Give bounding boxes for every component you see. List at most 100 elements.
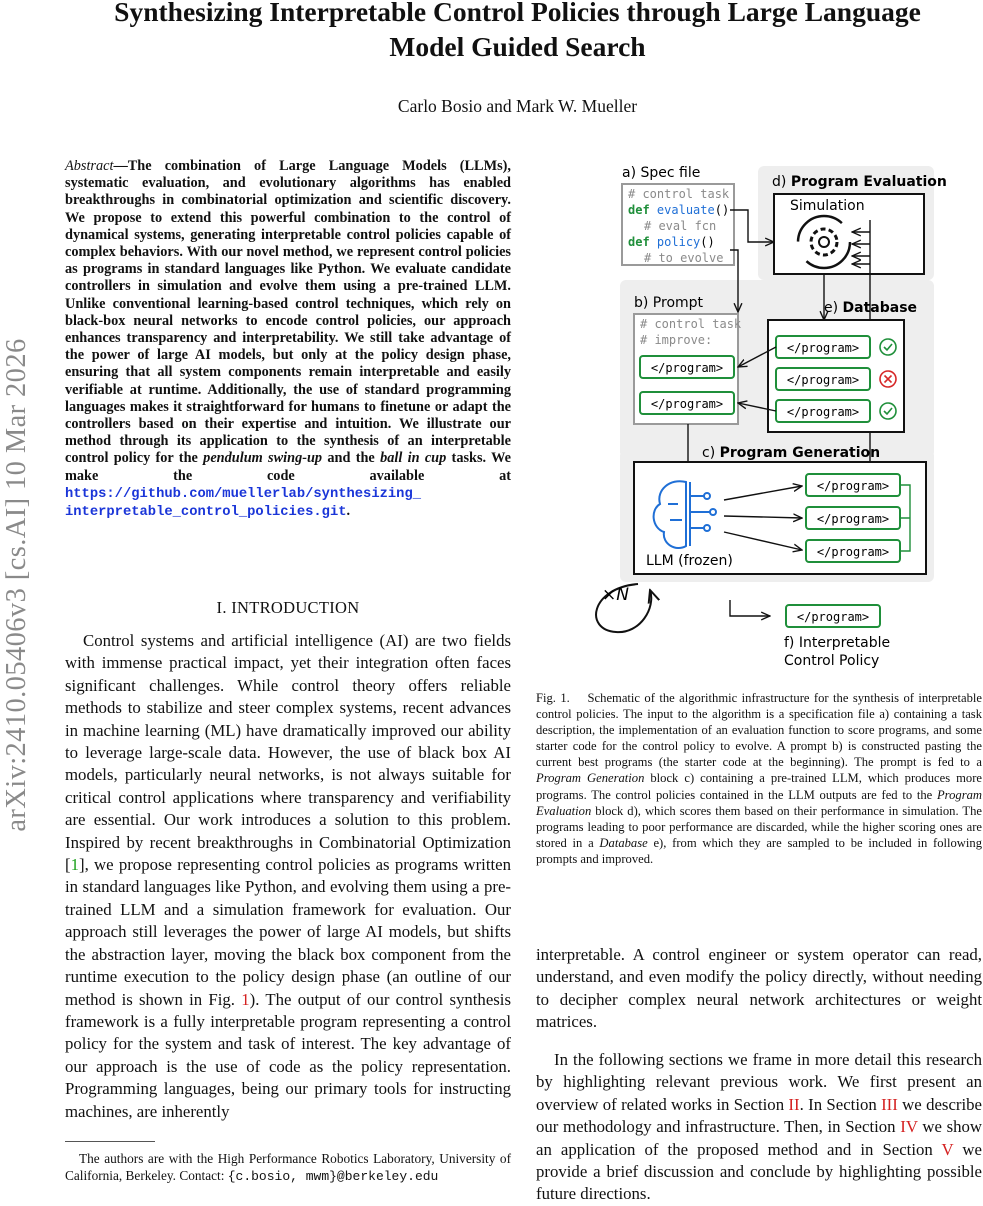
intro-paragraph-2: In the following sections we frame in mo… [536, 1049, 982, 1206]
abstract-text-1: The combination of Large Language Models… [65, 158, 511, 467]
prompt-text-1: # control task [640, 317, 742, 331]
prompt-program-2 [639, 391, 735, 415]
simulation-label: Simulation [790, 198, 865, 214]
intro-text-1c: ). The output of our control synthesis f… [65, 989, 511, 1121]
abstract-label: Abstract [65, 158, 114, 174]
caption-italic-2: Program Evaluation [536, 787, 982, 818]
label-program-generation: c) Program Generation [702, 445, 880, 461]
database-program-3-label: </program> [787, 405, 859, 419]
caption-italic-3: Database [599, 835, 648, 850]
section-link-ii[interactable]: II [788, 1094, 800, 1114]
intro-text-2a: In the following sections we frame in mo… [536, 1050, 982, 1114]
abstract-text-4: . [346, 503, 351, 520]
intro-text-2e: we provide a brief discussion and conclu… [536, 1139, 982, 1204]
arrow-spec-to-prompt [730, 249, 738, 312]
label-program-evaluation: d) Program Evaluation [772, 174, 947, 190]
arrow-spec-to-eval [730, 209, 774, 242]
intro-paragraph-1: Control systems and artificial intellige… [65, 630, 511, 1123]
section-link-iii[interactable]: III [881, 1094, 898, 1114]
label-interpretable-line1: f) Interpretable [784, 635, 890, 651]
prompt-program-2-label: </program> [651, 397, 723, 411]
database-program-2-label: </program> [787, 373, 859, 387]
caption-text-4: e), from which they are sampled to be in… [536, 835, 982, 866]
output-program [785, 604, 881, 628]
intro-text-1a: Control systems and artificial intellige… [65, 631, 511, 875]
paper-title-line2: Model Guided Search [389, 31, 646, 62]
code-link[interactable]: https://github.com/muellerlab/synthesizi… [65, 487, 421, 520]
caption-label: Fig. 1. [536, 691, 570, 705]
intro-left-column: Control systems and artificial intellige… [65, 630, 511, 1123]
spec-code-line-3: # eval fcn [644, 219, 716, 233]
figure-1-diagram: a) Spec file # control task def evaluate… [595, 165, 947, 669]
intro-text-2c: we describe our methodology and infrastr… [536, 1094, 982, 1137]
generated-program-1-label: </program> [817, 479, 889, 493]
cross-icon [879, 370, 897, 388]
figure-link-1[interactable]: 1 [241, 989, 250, 1009]
cross-icon-mark [883, 374, 893, 384]
times-n-label: ×N [602, 585, 629, 605]
spec-code-line-5: # to evolve [644, 251, 723, 265]
brain-circuit-icon [652, 480, 717, 550]
abstract-text-2: and the [322, 450, 381, 467]
footnote-rule [65, 1141, 155, 1142]
section-link-iv[interactable]: IV [900, 1117, 918, 1137]
footnote-email[interactable]: {c.bosio, mwm}@berkeley.edu [227, 1168, 439, 1184]
section-heading-introduction: I. INTRODUCTION [216, 598, 360, 617]
arrow-llm-to-prog-3 [723, 531, 802, 550]
label-interpretable-line2: Control Policy [784, 653, 879, 669]
label-prompt: b) Prompt [634, 295, 704, 311]
abstract-task-2: ball in cup [380, 450, 447, 467]
footnote: The authors are with the High Performanc… [65, 1151, 511, 1185]
paper-title: Synthesizing Interpretable Control Polic… [60, 0, 975, 64]
spec-file-box [621, 183, 735, 266]
abstract: Abstract—The combination of Large Langua… [65, 158, 511, 521]
output-program-label: </program> [797, 610, 869, 624]
check-icon-2-mark [883, 407, 893, 416]
spec-code-line-4: def policy() [628, 235, 715, 249]
llm-label: LLM (frozen) [646, 553, 733, 569]
code-link-part1[interactable]: https://github.com/muellerlab/synthesizi… [65, 486, 422, 502]
arrow-db-to-prompt-1 [738, 346, 777, 367]
figure-1-caption: Fig. 1. Schematic of the algorithmic inf… [536, 690, 982, 867]
caption-text-2: block c) containing a pre-trained LLM, w… [536, 771, 982, 802]
paper-title-line1: Synthesizing Interpretable Control Polic… [114, 0, 921, 27]
arxiv-stamp-text: arXiv:2410.05406v3 [cs.AI] 10 Mar 2026 [1, 338, 32, 832]
intro-text-2d: we show an application of the proposed m… [536, 1117, 983, 1159]
spec-code-line-1: # control task [628, 187, 730, 201]
check-icon-2 [879, 402, 897, 420]
caption-text-3: block d), which scores them based on the… [536, 803, 982, 850]
generated-program-2-label: </program> [817, 512, 889, 526]
spec-code-line-2: def evaluate() [628, 203, 729, 217]
arrow-to-output [729, 600, 770, 616]
label-database: e) Database [824, 300, 917, 316]
generated-program-3-label: </program> [817, 545, 889, 559]
paper-authors: Carlo Bosio and Mark W. Mueller [397, 96, 638, 116]
bracket-generated [900, 484, 911, 552]
abstract-text-3: tasks. We make the code available at [65, 450, 511, 484]
check-icon-1 [879, 338, 897, 356]
arrow-db-to-prompt-2 [738, 403, 777, 412]
footnote-text: The authors are with the High Performanc… [65, 1151, 511, 1183]
abstract-task-1: pendulum swing-up [203, 450, 323, 467]
check-icon-1-mark [883, 343, 893, 352]
database-program-2 [775, 367, 871, 391]
intro-text-2b: . In Section [799, 1094, 882, 1114]
intro-right-column-1: interpretable. A control engineer or sys… [536, 944, 982, 1034]
prompt-program-1-label: </program> [651, 361, 723, 375]
code-link-part2[interactable]: interpretable_control_policies.git [65, 505, 347, 521]
section-link-v[interactable]: V [941, 1139, 954, 1159]
intro-right-column-2: In the following sections we frame in mo… [536, 1049, 982, 1206]
prompt-text-2: # improve: [640, 333, 712, 347]
caption-text-1: Schematic of the algorithmic infrastruct… [536, 691, 982, 770]
intro-paragraph-1-continued: interpretable. A control engineer or sys… [536, 945, 982, 1032]
abstract-dash: — [113, 158, 128, 174]
database-program-1-label: </program> [787, 341, 859, 355]
arrow-llm-to-prog-1 [723, 486, 802, 501]
loop-arrow [595, 583, 651, 634]
citation-link-1[interactable]: 1 [70, 855, 79, 875]
gear-cycle-icon [796, 214, 852, 270]
prompt-program-1 [639, 355, 735, 379]
figure-1: a) Spec file # control task def evaluate… [578, 160, 978, 675]
arrow-llm-to-prog-2 [723, 516, 802, 518]
intro-text-1b: ], we propose representing control polic… [65, 855, 511, 1009]
